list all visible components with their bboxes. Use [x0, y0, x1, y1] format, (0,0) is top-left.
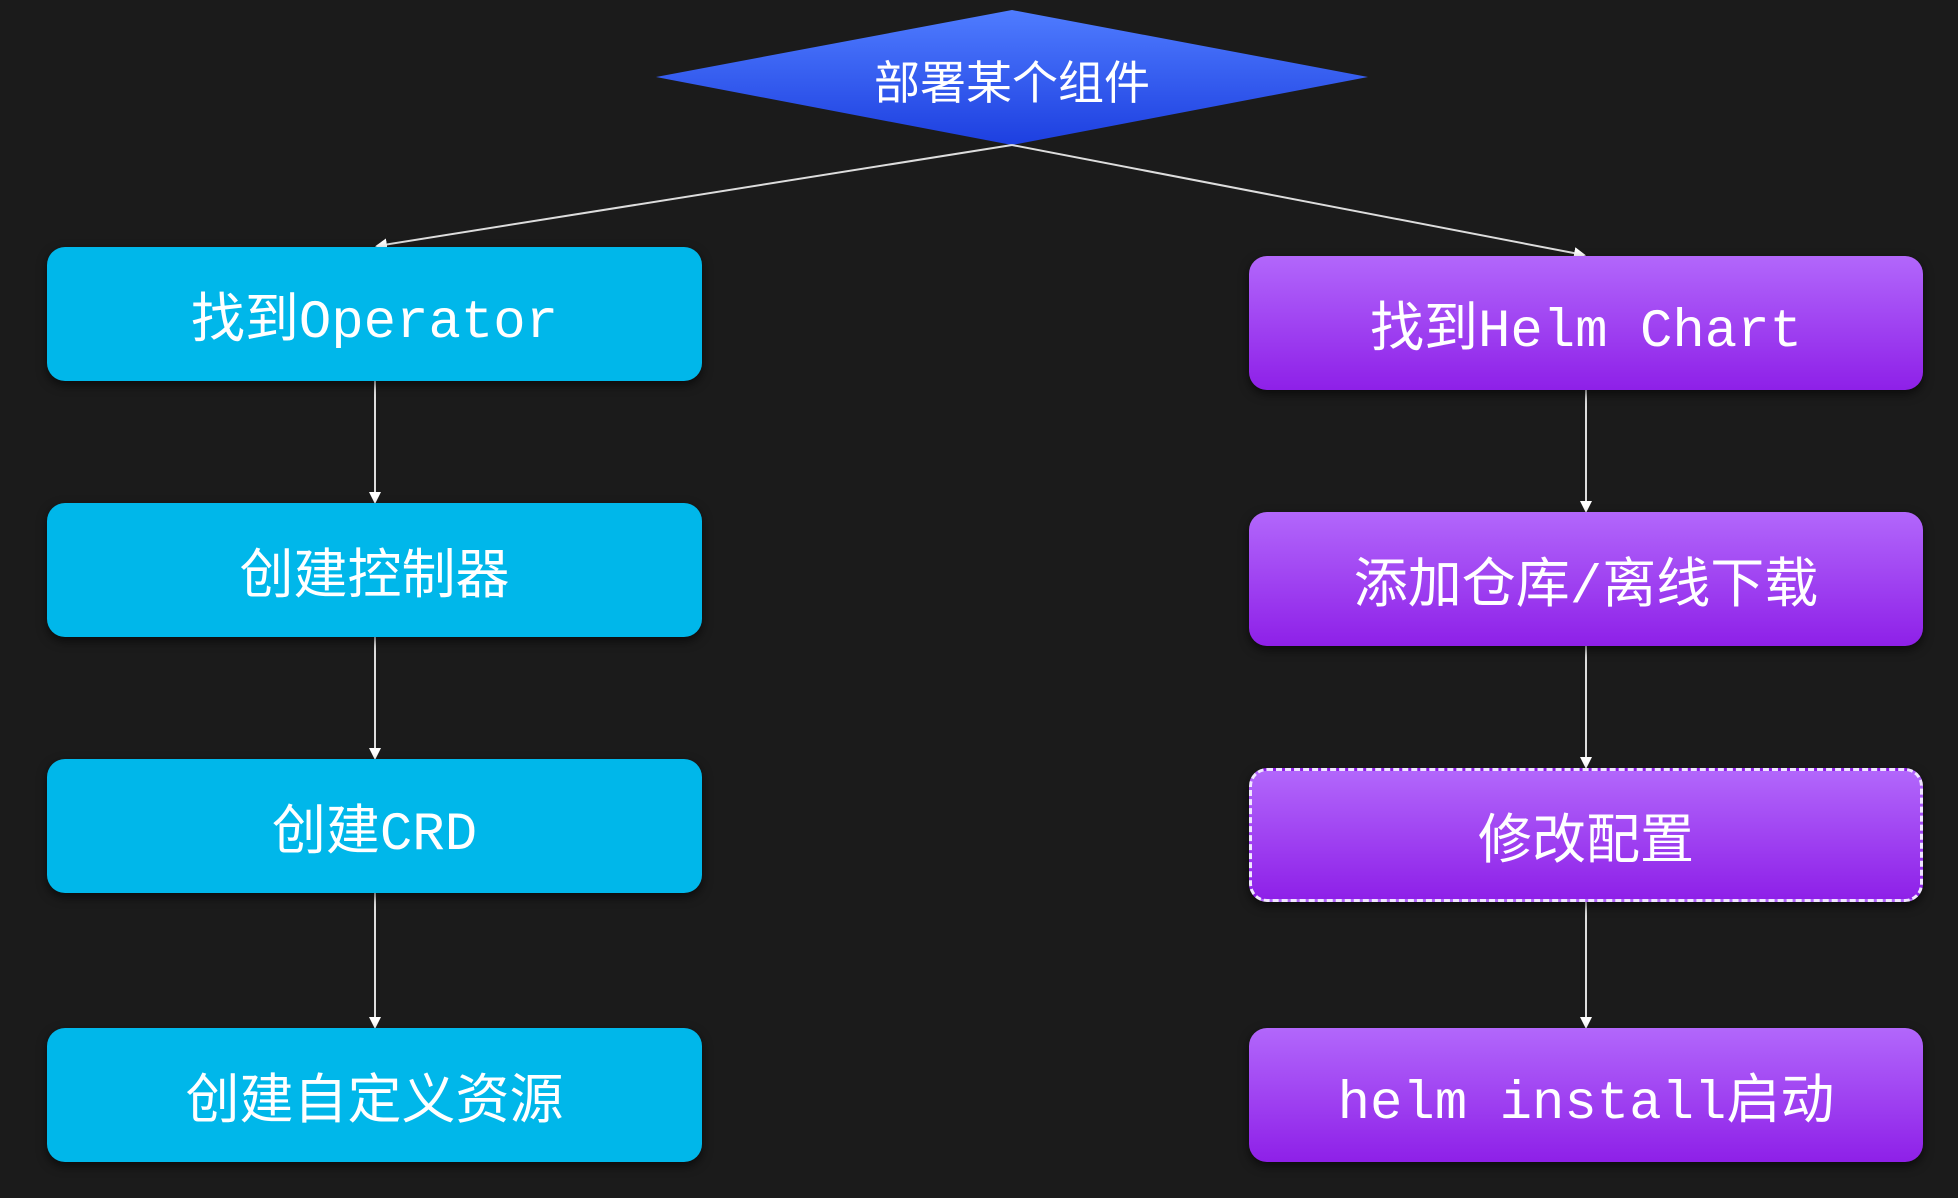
left-step-create-custom-resource: 创建自定义资源: [47, 1028, 702, 1162]
arrow-start-to-left: [375, 144, 1013, 251]
start-label: 部署某个组件: [874, 56, 1150, 110]
right-step-find-helm-chart: 找到Helm Chart: [1249, 256, 1923, 390]
left-step-find-operator: 找到Operator: [47, 247, 702, 381]
start-diamond: [656, 10, 1368, 145]
right-step-modify-config: 修改配置: [1249, 768, 1923, 902]
left-step-create-crd: 创建CRD: [47, 759, 702, 893]
right-step-helm-install: helm install启动: [1249, 1028, 1923, 1162]
arrow-start-to-right: [1011, 144, 1586, 260]
left-step-create-controller: 创建控制器: [47, 503, 702, 637]
right-step-add-repo: 添加仓库/离线下载: [1249, 512, 1923, 646]
